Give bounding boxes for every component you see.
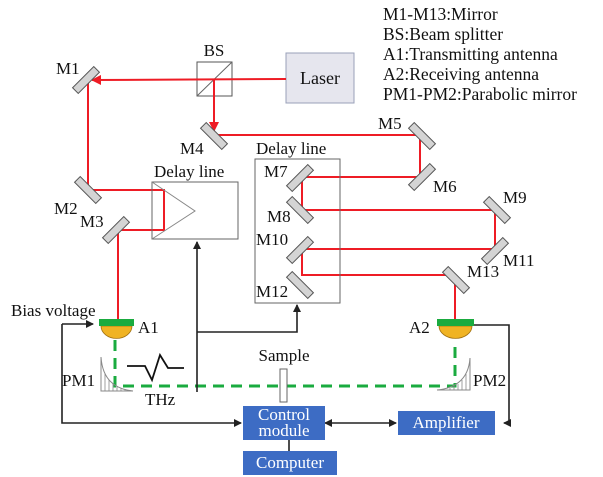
legend-item: BS:Beam splitter [383,24,503,44]
mirror-m2 [73,175,103,205]
computer-label: Computer [256,453,324,472]
pm1-hatch [104,374,126,391]
laser: Laser [285,52,355,104]
mirror-m7 [285,163,315,193]
sample: Sample [259,346,310,403]
mirror-m12 [285,270,315,300]
mirrors [71,65,512,300]
amplifier-label: Amplifier [412,413,479,432]
amplifier: Amplifier [398,411,495,435]
sample-label: Sample [259,346,310,365]
delay-line-2-box [254,158,341,304]
delay-line-1-label: Delay line [154,162,224,181]
control-module: Control module [243,405,325,440]
antenna-a1: A1 Bias voltage [11,301,159,339]
thz-label: THz [145,390,176,409]
antenna-a2: A2 [409,318,474,339]
pm2-hatch [449,374,467,390]
wire-to-delay-line-2 [197,304,301,333]
mirror-m11 [480,236,510,266]
mirror-m4 [199,121,229,151]
mirror-m3 [101,215,131,245]
beam-pump-path [87,81,165,320]
mirror-label-m10: M10 [256,230,288,249]
control-wires [61,241,511,451]
antenna-a2-label: A2 [409,318,430,337]
antenna-a1-top [99,319,134,326]
delay-line-2: Delay line [254,139,341,304]
mirror-label-m13: M13 [467,262,499,281]
delay-line-2-label: Delay line [256,139,326,158]
mirror-m10 [285,235,315,265]
mirror-m9 [482,195,512,225]
beam-splitter-label: BS [204,41,225,60]
laser-label: Laser [300,68,340,88]
control-module-label-line1: Control [258,405,310,424]
bias-voltage-label: Bias voltage [11,301,96,320]
mirror-label-m1: M1 [56,59,80,78]
mirror-label-m11: M11 [503,251,535,270]
mirror-labels: M1 M2 M3 M4 M5 M6 M7 M8 M9 M10 M11 M12 M… [54,59,535,301]
mirror-label-m7: M7 [264,162,288,181]
antenna-a2-lens [438,325,473,339]
pm1-label: PM1 [62,371,95,390]
legend-item: A1:Transmitting antenna [383,44,558,64]
laser-box [285,52,355,104]
computer: Computer [243,451,337,475]
legend-item: M1-M13:Mirror [383,4,498,24]
mirror-m8 [285,195,315,225]
legend: M1-M13:Mirror BS:Beam splitter A1:Transm… [383,4,577,104]
control-module-label-line2: module [259,421,310,440]
wire-a2-to-amplifier [473,324,511,427]
control-module-box [243,406,325,440]
pm2-shape [436,357,471,391]
mirror-label-m9: M9 [503,188,527,207]
computer-box [243,451,337,475]
mirror-label-m2: M2 [54,199,78,218]
mirror-label-m8: M8 [267,207,291,226]
legend-item: PM1-PM2:Parabolic mirror [383,84,577,104]
legend-item: A2:Receiving antenna [383,64,539,84]
antenna-a2-top [437,319,474,326]
mirror-label-m12: M12 [256,282,288,301]
delay-line-1-box [151,181,239,240]
delay-line-1: Delay line [151,162,239,240]
mirror-label-m4: M4 [180,139,204,158]
retroreflector-icon [151,181,196,240]
mirror-m13 [441,265,471,295]
mirror-label-m3: M3 [80,212,104,231]
thz-pulse-icon [127,352,184,383]
mirror-label-m6: M6 [433,177,457,196]
wire-bias-to-control [61,324,242,427]
pm1-shape [100,356,134,392]
mirror-m1 [71,65,101,95]
parabolic-mirror-pm1: PM1 [62,356,134,392]
mirror-m5 [407,121,437,151]
antenna-a1-label: A1 [138,318,159,337]
pm2-label: PM2 [473,371,506,390]
sample-slab [279,368,288,403]
beam-laser-to-m1 [91,74,287,85]
antenna-a1-lens [100,325,133,339]
amplifier-box [398,411,495,435]
mirror-m6 [407,162,437,192]
mirror-label-m5: M5 [378,114,402,133]
parabolic-mirror-pm2: PM2 [436,357,506,391]
